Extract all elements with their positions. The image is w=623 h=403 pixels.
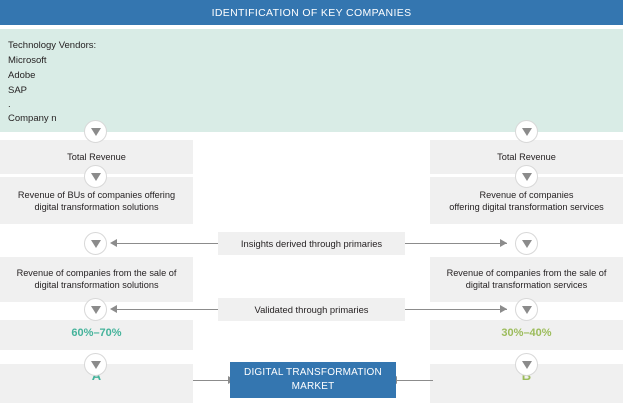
vendor-line-3: SAP: [8, 85, 28, 96]
market-line-left: [193, 380, 230, 381]
right-arrow-circle-4: [515, 298, 538, 321]
validated-note-label: Validated through primaries: [254, 304, 369, 315]
left-percentage-band: 60%–70%: [0, 320, 193, 350]
technology-vendors-panel: Technology Vendors: Microsoft Adobe SAP …: [0, 29, 623, 132]
left-arrow-circle-2: [84, 165, 107, 188]
vendor-line-4: .: [8, 99, 11, 110]
down-triangle-icon: [90, 239, 101, 248]
left-step2-label-line1: Revenue of BUs of companies offering: [17, 190, 176, 200]
left-arrow-circle-5: [84, 353, 107, 376]
market-line-right: [396, 380, 433, 381]
right-arrow-circle-2: [515, 165, 538, 188]
down-triangle-icon: [90, 305, 101, 314]
left-step3-label-line2: digital transformation solutions: [34, 280, 159, 290]
left-arrow-circle-3: [84, 232, 107, 255]
validated-line-left: [116, 309, 218, 310]
right-step3-label-line1: Revenue of companies from the sale of: [446, 268, 607, 278]
market-label-line2: MARKET: [291, 381, 335, 392]
left-arrow-circle-1: [84, 120, 107, 143]
down-triangle-icon: [90, 127, 101, 136]
left-step3-label-line1: Revenue of companies from the sale of: [16, 268, 177, 278]
down-triangle-icon: [521, 360, 532, 369]
down-triangle-icon: [521, 239, 532, 248]
vendor-line-1: Microsoft: [8, 55, 47, 66]
down-triangle-icon: [90, 360, 101, 369]
right-step3-band: Revenue of companies from the sale of di…: [430, 257, 623, 302]
right-arrow-circle-3: [515, 232, 538, 255]
insights-line-left: [116, 243, 218, 244]
down-triangle-icon: [90, 172, 101, 181]
vendor-line-2: Adobe: [8, 70, 36, 81]
diagram-title: IDENTIFICATION OF KEY COMPANIES: [211, 6, 412, 19]
validated-line-right: [405, 309, 507, 310]
right-arrow-circle-5: [515, 353, 538, 376]
right-step2-label-line1: Revenue of companies: [479, 190, 574, 200]
diagram-title-bar: IDENTIFICATION OF KEY COMPANIES: [0, 0, 623, 25]
digital-transformation-market-box: DIGITAL TRANSFORMATION MARKET: [230, 362, 396, 398]
market-label-line1: DIGITAL TRANSFORMATION: [244, 367, 382, 378]
insights-arrowhead-left-icon: [110, 239, 117, 247]
vendor-line-5: Company n: [8, 113, 57, 124]
left-step1-label: Total Revenue: [67, 152, 126, 162]
down-triangle-icon: [521, 172, 532, 181]
left-percentage-label: 60%–70%: [71, 327, 122, 339]
insights-note-box: Insights derived through primaries: [218, 232, 405, 255]
left-arrow-circle-4: [84, 298, 107, 321]
right-step1-label: Total Revenue: [497, 152, 556, 162]
validated-arrowhead-left-icon: [110, 305, 117, 313]
right-step2-label-line2: offering digital transformation services: [449, 202, 604, 212]
insights-line-right: [405, 243, 507, 244]
right-step3-label-line2: digital transformation services: [465, 280, 588, 290]
left-step3-band: Revenue of companies from the sale of di…: [0, 257, 193, 302]
validated-arrowhead-right-icon: [500, 305, 507, 313]
down-triangle-icon: [521, 305, 532, 314]
left-step2-label-line2: digital transformation solutions: [34, 202, 159, 212]
insights-note-label: Insights derived through primaries: [240, 238, 383, 249]
down-triangle-icon: [521, 127, 532, 136]
right-arrow-circle-1: [515, 120, 538, 143]
right-percentage-band: 30%–40%: [430, 320, 623, 350]
validated-note-box: Validated through primaries: [218, 298, 405, 321]
right-percentage-label: 30%–40%: [501, 327, 552, 339]
vendor-line-0: Technology Vendors:: [8, 40, 97, 51]
insights-arrowhead-right-icon: [500, 239, 507, 247]
